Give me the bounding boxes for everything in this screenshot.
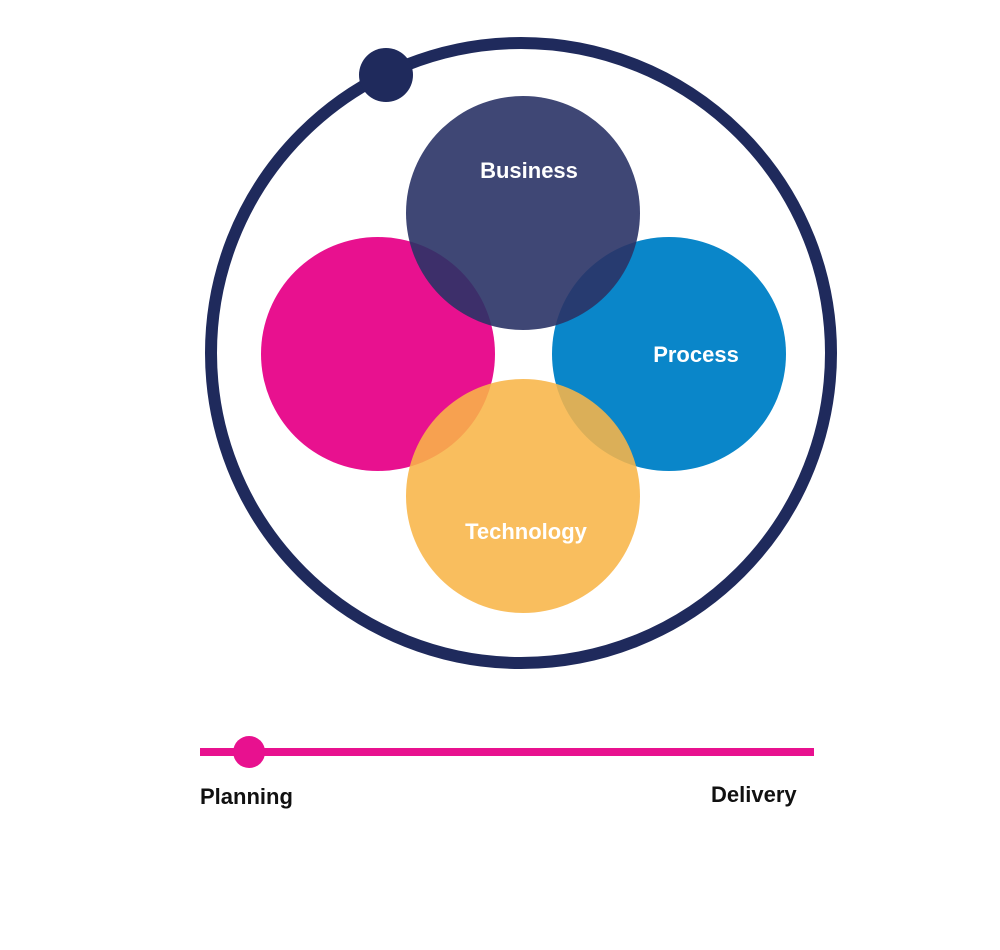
timeline-start-label: Planning: [200, 784, 293, 809]
orbit-ring: [205, 37, 837, 669]
process-label: Process: [653, 342, 739, 367]
timeline-end-label: Delivery: [711, 782, 797, 807]
timeline-marker[interactable]: [233, 736, 266, 768]
business-label: Business: [480, 158, 578, 183]
technology-label: Technology: [465, 519, 588, 544]
orbit-marker-dot: [359, 48, 413, 102]
technology-circle: [406, 379, 640, 613]
business-circle: [406, 96, 640, 330]
people-circle: [261, 237, 495, 471]
process-circle: [552, 237, 786, 471]
